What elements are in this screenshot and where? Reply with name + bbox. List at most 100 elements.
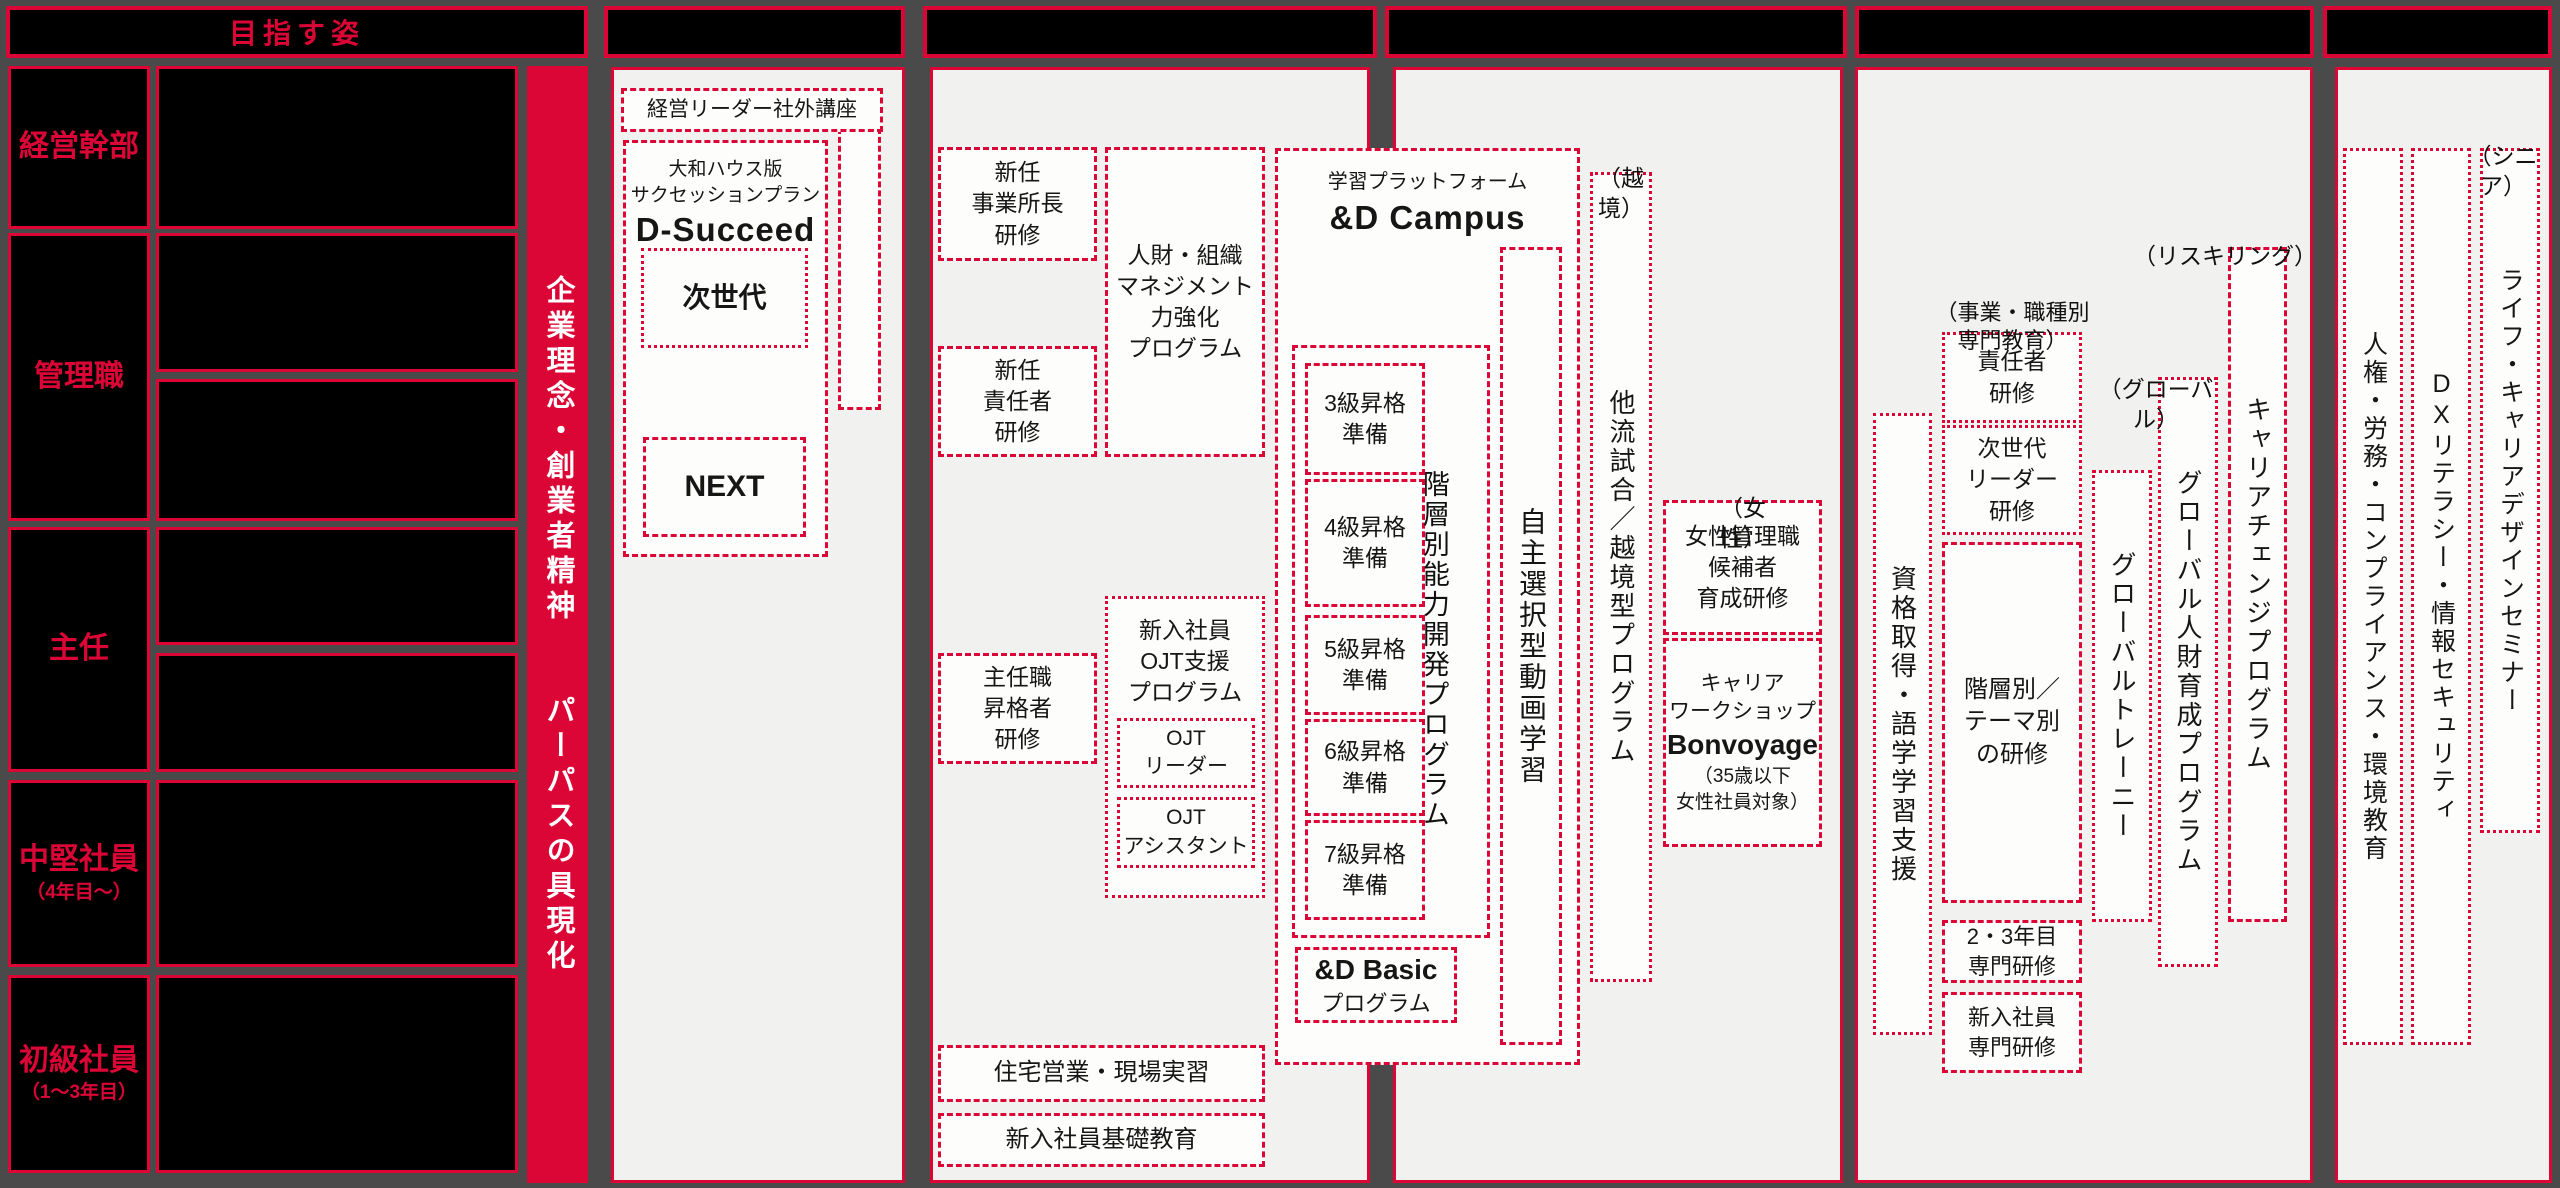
grade5-label: 5級昇格 準備: [1324, 635, 1406, 693]
senior-label: （シニア）: [2458, 112, 2548, 202]
redacted-box: [156, 527, 518, 645]
new-office-head-label: 新任 事業所長 研修: [971, 159, 1064, 248]
life-career-label: ライフ・キャリアデザインセミナー: [2496, 266, 2525, 715]
grade7-box: 7級昇格 準備: [1305, 820, 1425, 920]
new-manager-box: 新任 責任者 研修: [938, 346, 1097, 457]
ojt-program-label: 新入社員 OJT支援 プログラム: [1127, 617, 1243, 706]
redacted-box: [156, 66, 518, 229]
header-bar-succession: [604, 6, 905, 58]
career-change-label: キャリアチェンジプログラム: [2242, 396, 2273, 773]
year23-label: 2・3年目 専門研修: [1966, 923, 2058, 979]
bonvoyage-name: Bonvoyage: [1667, 729, 1818, 761]
header-bar-rank-training: [923, 6, 1377, 58]
level-manager: 管理職: [8, 233, 150, 521]
redacted-box: [156, 653, 518, 772]
global-trainee-label: グローバルトレーニー: [2107, 551, 2137, 841]
qualification-box: 資格取得・語学学習支援: [1873, 413, 1932, 1035]
d-basic-name: &D Basic: [1314, 954, 1438, 986]
tier-theme-box: 階層別／ テーマ別 の研修: [1942, 542, 2082, 903]
grade6-box: 6級昇格 準備: [1305, 719, 1425, 816]
bonvoyage-title: キャリア ワークショップ: [1669, 671, 1816, 723]
level-label: 中堅社員: [19, 843, 139, 877]
redacted-box: [156, 780, 518, 967]
purpose-bar-text: 企業理念・創業者精神 パーパスの具現化: [542, 274, 574, 975]
ojt-leader-box: OJT リーダー: [1117, 718, 1255, 788]
purpose-bar: 企業理念・創業者精神 パーパスの具現化: [527, 66, 588, 1183]
grade7-label: 7級昇格 準備: [1324, 840, 1406, 898]
women-label: （女性）: [1708, 464, 1778, 554]
global-hr-box: グローバル人財育成プログラム: [2158, 377, 2218, 967]
year23-box: 2・3年目 専門研修: [1942, 920, 2082, 983]
level-chief: 主任: [8, 527, 150, 772]
women-training-label: 女性管理職 候補者 育成研修: [1685, 522, 1800, 612]
level-executive: 経営幹部: [8, 66, 150, 229]
next-gen-box: 次世代: [641, 248, 808, 348]
new-office-head-box: 新任 事業所長 研修: [938, 147, 1097, 261]
business-edu-label: （事業・職種別 専門教育）: [1920, 270, 2105, 356]
chief-promotion-box: 主任職 昇格者 研修: [938, 653, 1097, 764]
campus-name: &D Campus: [1329, 199, 1526, 236]
qualification-label: 資格取得・語学学習支援: [1887, 564, 1918, 884]
manager-training-label: 責任者 研修: [1977, 348, 2047, 406]
reskilling-label: （リスキリング）: [2130, 212, 2320, 272]
newbie-specialty-label: 新入社員 専門研修: [1967, 1004, 2056, 1060]
global-hr-label: グローバル人財育成プログラム: [2173, 469, 2203, 875]
external-course-label: 経営リーダー社外講座: [647, 97, 857, 121]
grade3-box: 3級昇格 準備: [1305, 363, 1425, 475]
campus-platform-label: 学習プラットフォーム: [1327, 171, 1528, 193]
level-label: 管理職: [34, 359, 124, 393]
global-trainee-box: グローバルトレーニー: [2092, 470, 2152, 922]
next-label: NEXT: [684, 469, 765, 503]
level-junior: 初級社員 （1～3年目）: [8, 975, 150, 1173]
chief-promotion-label: 主任職 昇格者 研修: [983, 663, 1052, 753]
d-succeed-name: D-Succeed: [635, 211, 816, 249]
career-change-box: キャリアチェンジプログラム: [2228, 247, 2287, 922]
grade3-label: 3級昇格 準備: [1324, 389, 1406, 447]
d-succeed-subtitle: 大和ハウス版 サクセッションプラン: [630, 159, 821, 206]
human-rights-box: 人権・労務・コンプライアンス・環境教育: [2343, 148, 2403, 1045]
grade6-label: 6級昇格 準備: [1324, 738, 1406, 796]
self-select-video-box: 自主選択型動画学習: [1500, 247, 1562, 1045]
redacted-box: [156, 233, 518, 372]
tier-program-text: 階層別能力開発プログラム: [1418, 470, 1449, 830]
life-career-box: ライフ・キャリアデザインセミナー: [2480, 148, 2540, 833]
reskilling-label-text: （リスキリング）: [2133, 242, 2317, 269]
ojt-leader-label: OJT リーダー: [1144, 726, 1228, 778]
level-midcareer: 中堅社員 （4年目～）: [8, 780, 150, 967]
newbie-basic-label: 新入社員基礎教育: [1005, 1125, 1198, 1153]
header-bar-selective: [1385, 6, 1847, 58]
new-manager-label: 新任 責任者 研修: [983, 356, 1052, 446]
level-sub: （1～3年目）: [20, 1082, 138, 1104]
tier-program-vertical-label: 階層別能力開発プログラム: [1419, 390, 1486, 910]
next-leader-label: 次世代 リーダー 研修: [1966, 435, 2058, 524]
manager-training-box: 責任者 研修: [1942, 332, 2082, 423]
newbie-basic-box: 新入社員基礎教育: [938, 1113, 1265, 1167]
senior-label-text: （シニア）: [2468, 142, 2538, 199]
dx-literacy-box: DXリテラシー・情報セキュリティ: [2411, 148, 2471, 1045]
global-label: （グローバル）: [2086, 345, 2226, 435]
women-training-box: 女性管理職 候補者 育成研修: [1663, 500, 1822, 635]
external-course-box: 経営リーダー社外講座: [621, 88, 883, 132]
next-gen-label: 次世代: [682, 282, 767, 314]
level-label: 主任: [49, 632, 109, 666]
redacted-box: [156, 379, 518, 521]
women-label-text: （女性）: [1720, 494, 1766, 551]
cross-border-program-box: 他流試合／越境型プログラム: [1590, 172, 1652, 982]
cross-border-label-text: （越境）: [1598, 164, 1644, 221]
housing-field-box: 住宅営業・現場実習: [938, 1045, 1265, 1102]
tier-theme-label: 階層別／ テーマ別 の研修: [1964, 675, 2060, 768]
bonvoyage-box: キャリア ワークショップ Bonvoyage （35歳以下 女性社員対象）: [1663, 638, 1822, 847]
goal-label: 目指す姿: [228, 18, 365, 49]
newbie-specialty-box: 新入社員 専門研修: [1942, 992, 2082, 1073]
human-rights-label: 人権・労務・コンプライアンス・環境教育: [2359, 330, 2388, 863]
global-label-text: （グローバル）: [2098, 375, 2214, 432]
next-box: NEXT: [643, 437, 806, 537]
hr-org-program-box: 人財・組織 マネジメント 力強化 プログラム: [1105, 147, 1265, 457]
level-label: 初級社員: [19, 1043, 139, 1077]
grade4-box: 4級昇格 準備: [1305, 479, 1425, 607]
grade5-box: 5級昇格 準備: [1305, 615, 1425, 715]
business-edu-label-text: （事業・職種別 専門教育）: [1935, 299, 2090, 354]
dx-literacy-label: DXリテラシー・情報セキュリティ: [2427, 369, 2456, 824]
external-course-extension: [838, 128, 881, 410]
